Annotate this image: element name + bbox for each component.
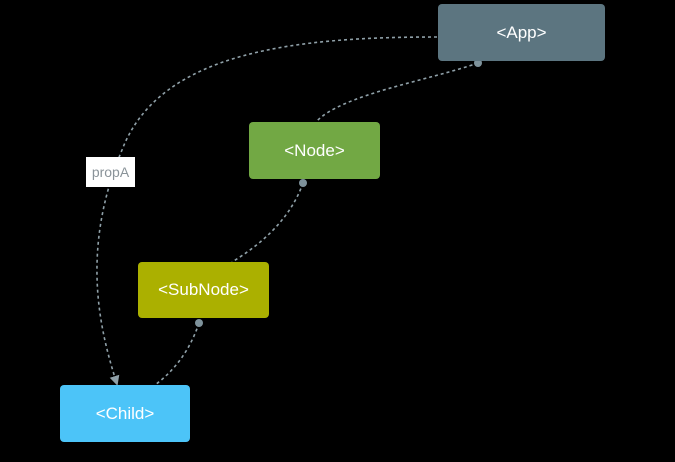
tree-edge-subnode-port-dot: [195, 319, 203, 327]
tree-edge-subnode-to-child: [154, 322, 200, 386]
tree-edge-node-port-dot: [299, 179, 307, 187]
app-node: <App>: [438, 4, 605, 61]
prop-flow-edge-app-to-child: [96, 36, 438, 386]
tree-edge-node-to-subnode: [231, 182, 304, 263]
subnode-node: <SubNode>: [138, 262, 269, 318]
node-node: <Node>: [249, 122, 380, 179]
child-node: <Child>: [60, 385, 190, 442]
tree-edge-app-to-node: [315, 62, 479, 123]
prop-a-edge-label: propA: [86, 157, 135, 187]
tree-edge-app-port-dot: [474, 59, 482, 67]
